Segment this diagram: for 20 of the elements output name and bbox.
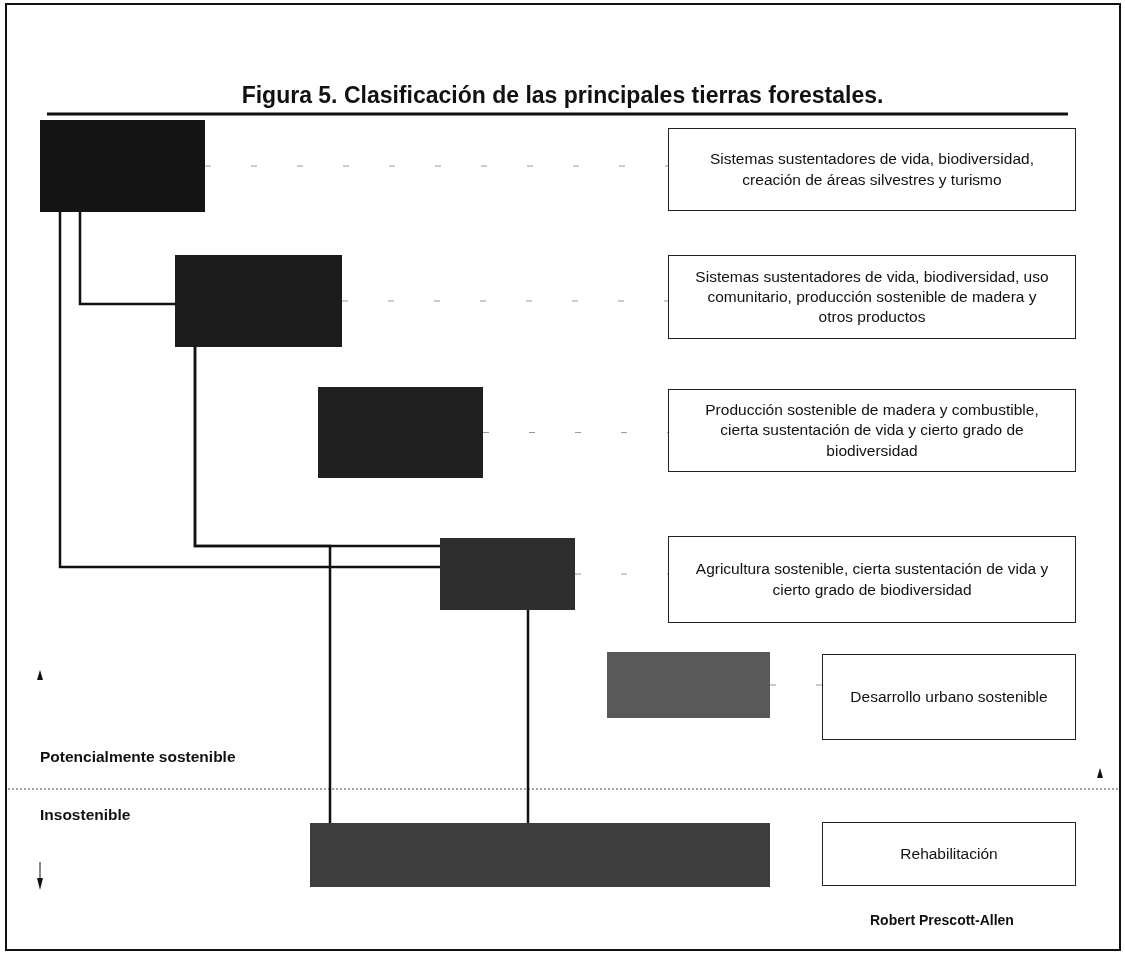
scale-label: Potencialmente sostenible bbox=[40, 748, 236, 766]
description-box: Rehabilitación bbox=[822, 822, 1076, 886]
description-box: Sistemas sustentadores de vida, biodiversidad, creación de áreas silvestres y turismo bbox=[668, 128, 1076, 211]
scale-label: Insostenible bbox=[40, 806, 131, 824]
credit-text: Robert Prescott-Allen bbox=[870, 912, 1014, 928]
connector-line bbox=[193, 347, 332, 823]
shaded-box bbox=[175, 255, 342, 347]
description-box: Producción sostenible de madera y combustible, cierta sustentación de vida y cierto grado de biodiversidad bbox=[668, 389, 1076, 472]
description-box: Agricultura sostenible, cierta sustentación de vida y cierto grado de biodiversidad bbox=[668, 536, 1076, 623]
shaded-box bbox=[607, 652, 770, 718]
shaded-box bbox=[318, 387, 483, 478]
connector-line bbox=[58, 212, 440, 569]
connector-line bbox=[526, 610, 530, 823]
shaded-box bbox=[310, 823, 770, 887]
shaded-box bbox=[440, 538, 575, 610]
connector-line bbox=[78, 212, 175, 306]
shaded-box bbox=[40, 120, 205, 212]
description-box: Sistemas sustentadores de vida, biodiversidad, uso comunitario, producción sostenible de madera y otros productos bbox=[668, 255, 1076, 339]
description-box: Desarrollo urbano sostenible bbox=[822, 654, 1076, 740]
title: Figura 5. Clasificación de las principales tierras forestales. bbox=[240, 82, 885, 109]
